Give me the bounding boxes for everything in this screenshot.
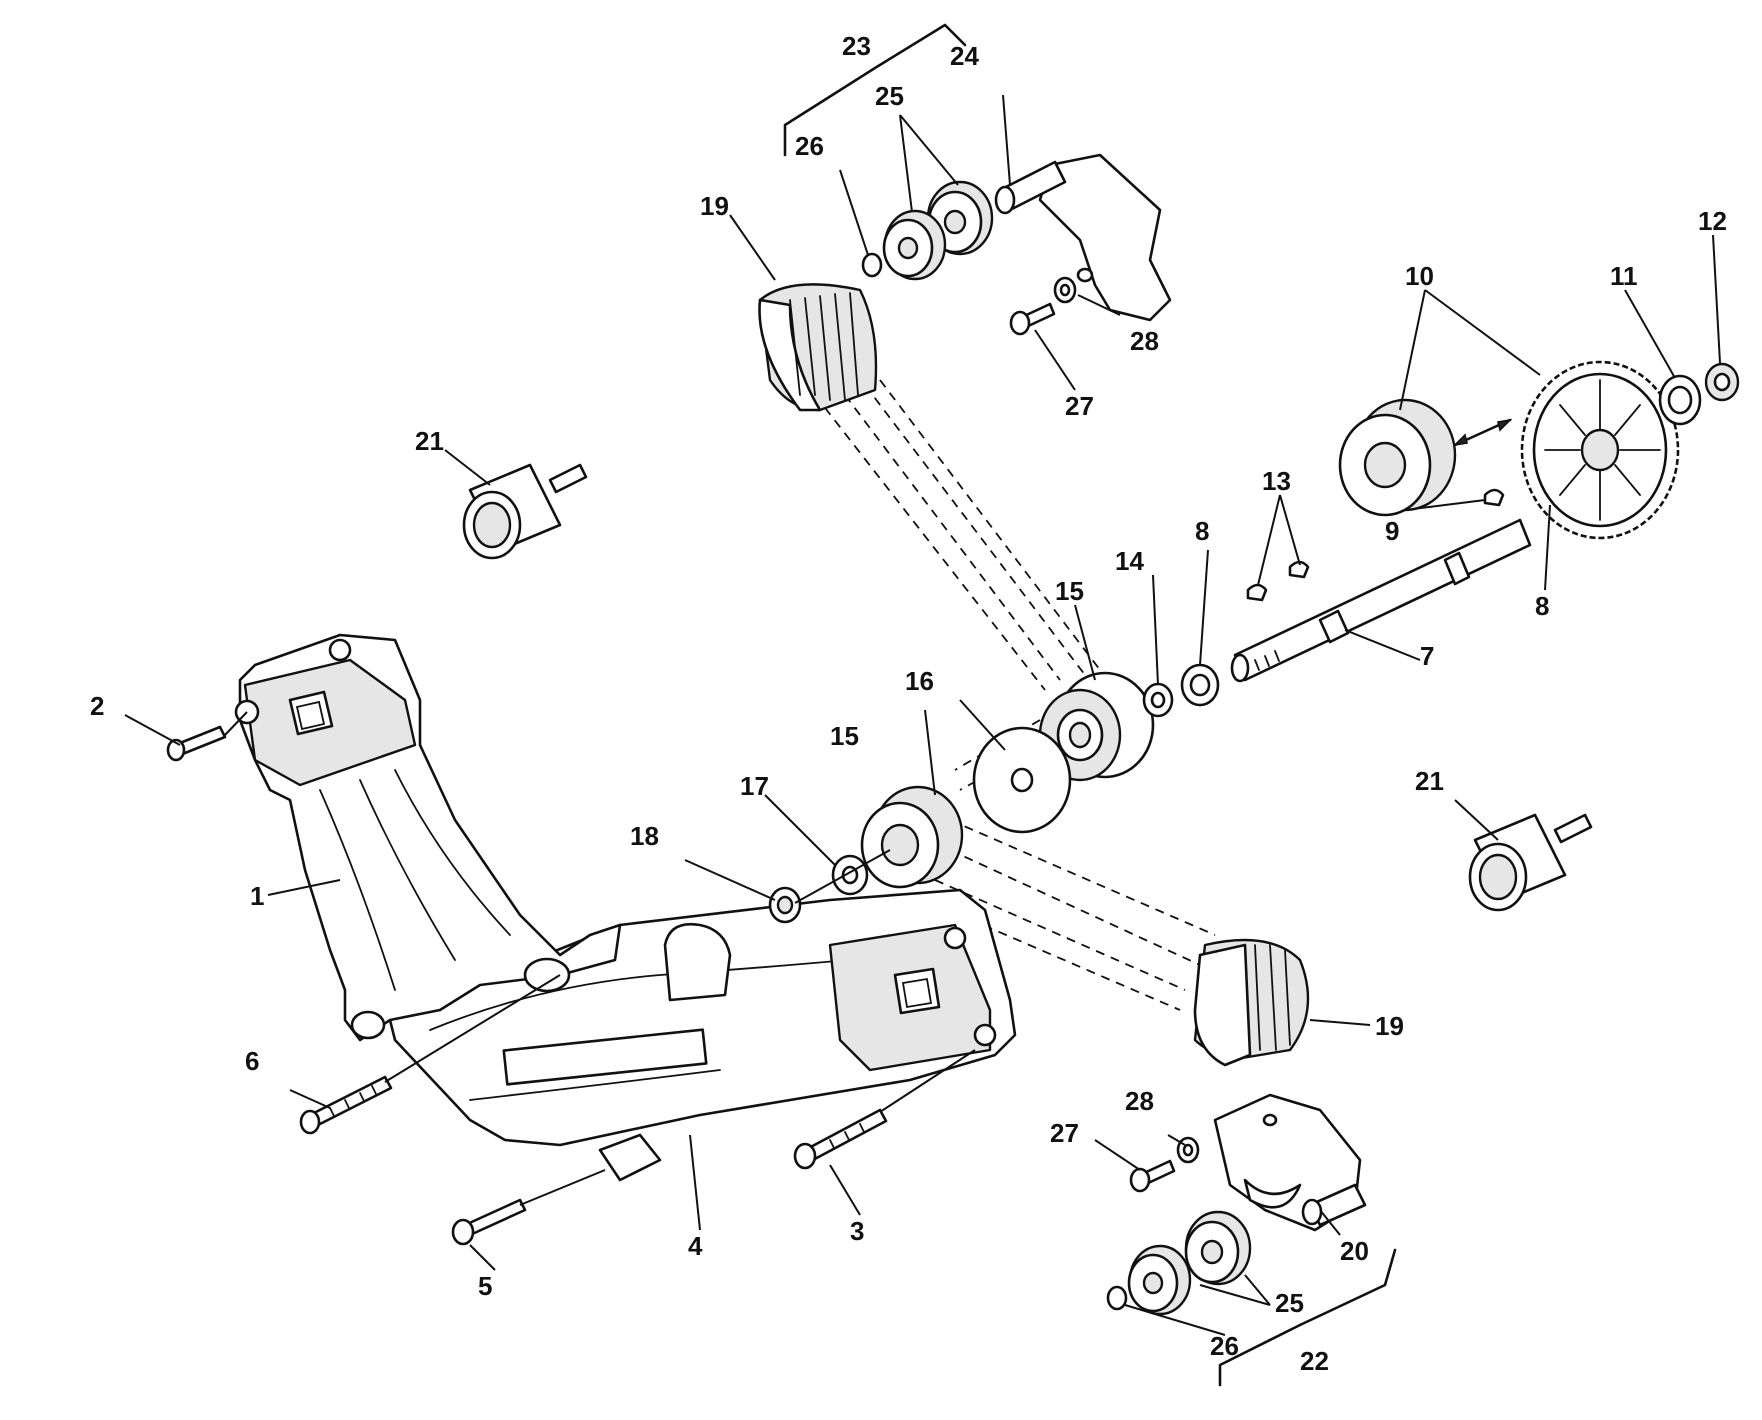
label-4: 4	[688, 1231, 703, 1261]
key-13	[1246, 560, 1310, 602]
label-10: 10	[1405, 261, 1434, 291]
label-6: 6	[245, 1046, 259, 1076]
label-21a: 21	[415, 426, 444, 456]
gear-10-large	[1520, 360, 1680, 540]
screw-6	[299, 1075, 393, 1135]
bearing-25-lower-b	[1127, 1244, 1192, 1316]
washer-8-left	[1180, 663, 1220, 707]
label-21b: 21	[1415, 766, 1444, 796]
washer-28-upper	[1053, 276, 1077, 304]
label-26a: 26	[795, 131, 824, 161]
rubber-mount-21-right	[1468, 813, 1593, 912]
label-8b: 8	[1535, 591, 1549, 621]
washer-14	[1142, 682, 1174, 718]
bearing-25-lower-a	[1184, 1210, 1252, 1286]
group-bracket-22	[1218, 1248, 1397, 1387]
label-22: 22	[1300, 1346, 1329, 1376]
toothed-belt-19-upper	[758, 283, 878, 412]
gear-10-small	[1338, 398, 1457, 517]
label-3: 3	[850, 1216, 864, 1246]
label-8a: 8	[1195, 516, 1209, 546]
group-bracket-23	[783, 23, 967, 157]
tensioner-bracket-20	[1213, 1093, 1367, 1232]
nut-12	[1704, 362, 1740, 402]
washer-11	[1658, 374, 1702, 426]
label-20: 20	[1340, 1236, 1369, 1266]
label-5: 5	[478, 1271, 492, 1301]
label-28b: 28	[1125, 1086, 1154, 1116]
label-18: 18	[630, 821, 659, 851]
flange-16	[972, 726, 1072, 834]
label-25a: 25	[875, 81, 904, 111]
rubber-mount-21-left	[462, 463, 588, 560]
washer-17	[831, 854, 869, 896]
screw-27-upper	[1009, 302, 1056, 336]
label-9: 9	[1385, 516, 1399, 546]
shaft-7	[1230, 518, 1532, 683]
nut-18	[768, 886, 802, 924]
label-15b: 15	[830, 721, 859, 751]
label-27b: 27	[1050, 1118, 1079, 1148]
pulley-15-lower	[860, 785, 964, 889]
label-7: 7	[1420, 641, 1434, 671]
tensioner-bracket-24	[994, 153, 1172, 322]
screw-3	[793, 1108, 888, 1170]
label-11: 11	[1610, 261, 1638, 291]
label-15a: 15	[1055, 576, 1084, 606]
label-27a: 27	[1065, 391, 1094, 421]
label-26b: 26	[1210, 1331, 1239, 1361]
upper-arm-housing	[234, 633, 622, 1042]
circlip-26-upper	[861, 252, 883, 278]
callout-labels: 1 2 3 4 5 6 7 8 8 9 10 11 12 13 14 15 15…	[90, 31, 1727, 1376]
label-25b: 25	[1275, 1288, 1304, 1318]
label-17: 17	[740, 771, 769, 801]
label-28a: 28	[1130, 326, 1159, 356]
label-19a: 19	[700, 191, 729, 221]
label-16: 16	[905, 666, 934, 696]
circlip-26-lower	[1106, 1285, 1128, 1311]
label-2: 2	[90, 691, 104, 721]
screw-5	[451, 1198, 527, 1246]
screw-27-lower	[1129, 1159, 1176, 1193]
bearing-25-upper-b	[882, 209, 947, 281]
label-24: 24	[950, 41, 979, 71]
pulley-15-upper	[1038, 671, 1155, 782]
toothed-belt-19-lower	[1193, 938, 1310, 1067]
lower-arm-housing	[388, 888, 1017, 1182]
label-12: 12	[1698, 206, 1727, 236]
label-13: 13	[1262, 466, 1291, 496]
leader-lines	[124, 94, 1721, 1336]
label-1: 1	[250, 881, 264, 911]
label-19b: 19	[1375, 1011, 1404, 1041]
label-23: 23	[842, 31, 871, 61]
key-9	[1483, 488, 1505, 507]
label-14: 14	[1115, 546, 1144, 576]
